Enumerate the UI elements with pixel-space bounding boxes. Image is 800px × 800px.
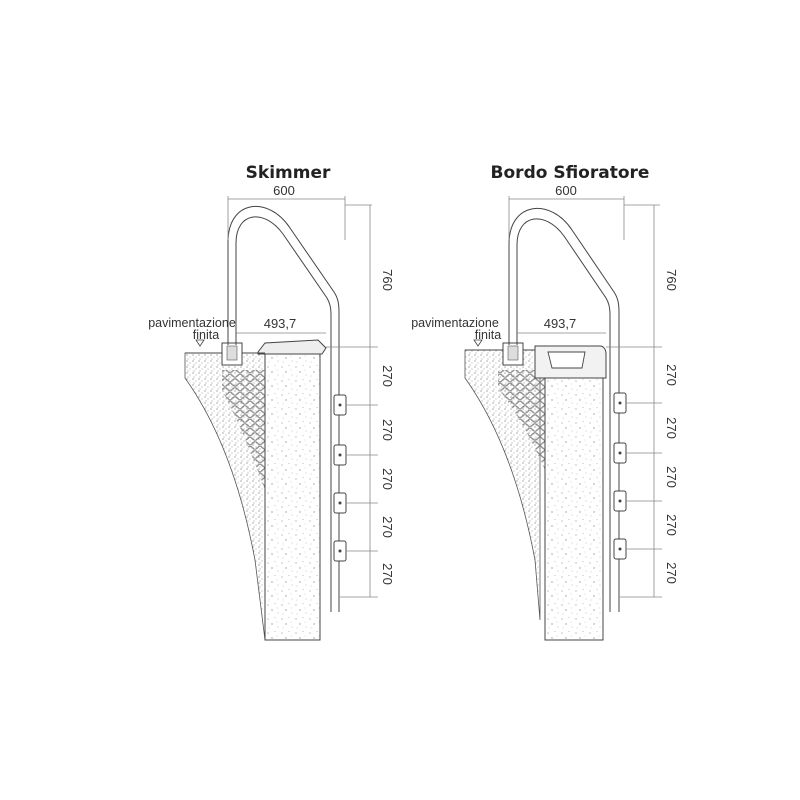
diagram-title: Bordo Sfioratore (491, 163, 650, 183)
anchor-bolt (226, 345, 238, 361)
height-label: 760 (380, 269, 395, 291)
pool-wall (264, 352, 321, 641)
step-label: 270 (380, 468, 395, 490)
anchor-bolt (507, 345, 519, 361)
reach-label: 493,7 (544, 316, 577, 331)
skimmer-diagram: Skimmer 600 (148, 163, 395, 641)
coping-stone (257, 339, 327, 355)
handrail (227, 205, 340, 612)
floor-label: pavimentazione (411, 316, 499, 330)
height-label: 760 (664, 269, 679, 291)
handrail-inner (235, 216, 332, 612)
diagram-title: Skimmer (246, 163, 331, 183)
handrail (508, 207, 620, 612)
tread-group (333, 394, 347, 562)
step-label: 270 (664, 514, 679, 536)
step-label: 270 (664, 417, 679, 439)
level-marker-icon (195, 339, 205, 347)
step-label: 270 (664, 466, 679, 488)
level-marker-icon (473, 339, 483, 347)
handrail-inner (516, 218, 611, 612)
overflow-edge-diagram: Bordo Sfioratore (411, 163, 679, 641)
gravel-layer (498, 370, 545, 470)
floor-label: pavimentazione (148, 316, 236, 330)
step-label: 270 (380, 419, 395, 441)
gravel-layer (222, 370, 265, 490)
channel-grate (547, 351, 586, 369)
width-label: 600 (273, 183, 295, 198)
reach-label: 493,7 (264, 316, 297, 331)
step-label: 270 (664, 364, 679, 386)
step-label: 270 (380, 563, 395, 585)
tread-group (613, 392, 627, 560)
floor-label-finish: finita (193, 328, 219, 342)
step-label: 270 (664, 562, 679, 584)
step-label: 270 (380, 365, 395, 387)
pool-wall (544, 377, 604, 641)
width-label: 600 (555, 183, 577, 198)
step-label: 270 (380, 516, 395, 538)
floor-label-finish: finita (475, 328, 501, 342)
